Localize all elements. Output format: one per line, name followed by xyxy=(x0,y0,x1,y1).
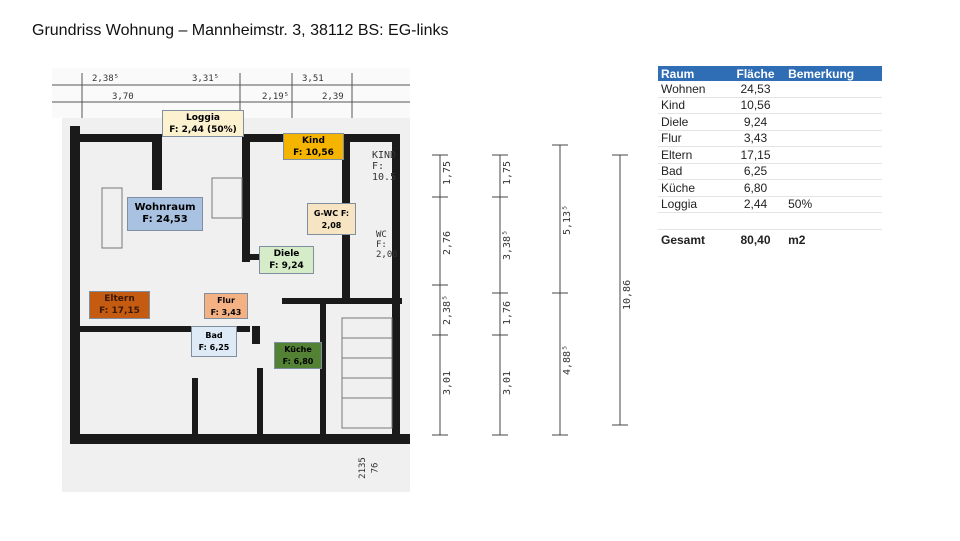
table-total-row: Gesamt 80,40 m2 xyxy=(658,229,882,250)
room-area: 17,15 xyxy=(725,146,786,164)
room-area: 24,53 xyxy=(725,81,786,98)
room-note xyxy=(785,146,882,164)
dim-strip2-3: 3,01 xyxy=(502,371,513,395)
room-note xyxy=(785,130,882,147)
dim-strip1-3: 3,01 xyxy=(442,371,453,395)
dim-bottom-1: 2135 xyxy=(357,457,368,479)
dim-strip2-0: 1,75 xyxy=(502,161,513,185)
scan-wc-area: F: 2,08 xyxy=(376,240,398,260)
room-area: 9,24 xyxy=(725,113,786,131)
dim-strip3-0: 5,13⁵ xyxy=(562,205,573,235)
col-bemerkung: Bemerkung xyxy=(785,66,882,81)
room-area: 2,44 xyxy=(725,196,786,213)
room-area: 10,56 xyxy=(725,97,786,114)
room-area: 6,25 xyxy=(725,163,786,180)
room-area: 6,80 xyxy=(725,179,786,197)
room-note xyxy=(785,163,882,180)
room-note xyxy=(785,212,882,230)
dim-strip4-0: 10,86 xyxy=(622,280,633,310)
room-note xyxy=(785,81,882,98)
dimension-strips: 1,75 2,76 2,38⁵ 3,01 1,75 3,38⁵ 1,76 3,0… xyxy=(432,144,633,436)
room-name: Wohnen xyxy=(658,81,726,98)
room-name: Loggia xyxy=(658,196,726,213)
dim-strip2-2: 1,76 xyxy=(502,301,513,325)
room-note: 50% xyxy=(785,196,882,213)
total-label: Gesamt xyxy=(661,232,706,247)
room-name xyxy=(658,212,726,230)
room-name: Bad xyxy=(658,163,726,180)
table-header-row: Raum Fläche Bemerkung xyxy=(658,66,882,81)
dim-mid-3: 2,39 xyxy=(322,92,344,102)
slide-title: Grundriss Wohnung – Mannheimstr. 3, 3811… xyxy=(32,22,449,39)
dim-top-2: 3,31⁵ xyxy=(192,74,220,84)
room-note xyxy=(785,97,882,114)
dim-strip2-1: 3,38⁵ xyxy=(502,230,513,260)
room-name: Eltern xyxy=(658,146,726,164)
dim-top-1: 2,38⁵ xyxy=(92,74,120,84)
room-name: Flur xyxy=(658,130,726,147)
dim-strip3-1: 4,88⁵ xyxy=(562,345,573,375)
dim-mid-2: 2,19⁵ xyxy=(262,92,290,102)
room-note xyxy=(785,113,882,131)
col-raum: Raum xyxy=(658,66,726,81)
dim-strip1-0: 1,75 xyxy=(442,161,453,185)
scan-wc: WC xyxy=(376,230,387,240)
room-name: Diele xyxy=(658,113,726,131)
dim-strip1-2: 2,38⁵ xyxy=(442,295,453,325)
dim-strip1-1: 2,76 xyxy=(442,231,453,255)
room-label-gwc: G-WC F:2,08 xyxy=(307,203,356,235)
scan-kind-area: F: 10.5 xyxy=(372,161,397,183)
scan-kind: KIND xyxy=(372,150,397,161)
room-note xyxy=(785,179,882,197)
room-name: Küche xyxy=(658,179,726,197)
room-area xyxy=(725,212,786,230)
room-name: Kind xyxy=(658,97,726,114)
table-row xyxy=(658,212,882,230)
col-flaeche: Fläche xyxy=(725,66,786,81)
room-area: 3,43 xyxy=(725,130,786,147)
dim-mid-1: 3,70 xyxy=(112,92,134,102)
total-unit: m2 xyxy=(788,232,806,247)
dim-top-3: 3,51 xyxy=(302,74,324,84)
total-area: 80,40 xyxy=(740,232,771,247)
dim-bottom-2: 76 xyxy=(370,462,381,474)
